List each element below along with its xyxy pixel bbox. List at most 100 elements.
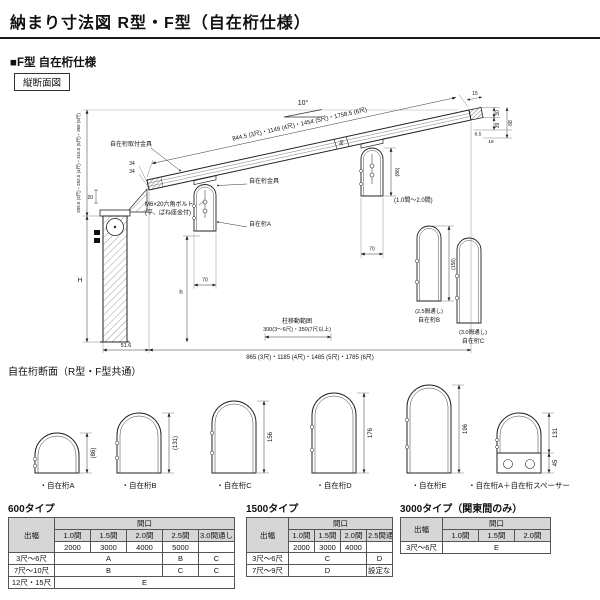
profiles-svg: (86) ・自在桁A (131) ・自在桁B 156 ・自在桁C 176 ・自在… [32,384,570,490]
dim-bottom: 865 (3尺)・1185 (4尺)・1485 (5尺)・1785 (6尺) [246,354,374,361]
dim-18: 18 [488,139,494,145]
span-header: 2.5間通し [366,529,393,542]
span-header: 2.5間 [162,529,199,542]
bolt-head [94,230,100,235]
row-label: 3尺～6尺 [246,552,289,565]
value-cell: C [288,552,367,565]
page-title: 納まり寸法図 R型・F型（自在桁仕様） [10,15,311,32]
callout-labels: 自在桁取付金具 自在桁金具 M6×20六角ボルト (平、ばね座金付) 自在桁A … [110,140,433,228]
table-1500-type: 1500タイプ 出幅 間口 1.0間 1.5間 2.0間 2.5間通し 2000… [246,500,393,577]
main-drawing-svg: 10° 844.5 (3尺)・1149 (4尺)・1454 (5尺)・1758.… [76,91,514,361]
row-label: 3尺～6尺 [400,541,443,554]
width-cell: 2000 [288,541,315,553]
width-cell [366,541,393,553]
table-3000: 出幅 間口 1.0間 1.5間 2.0間 3尺～6尺 E [400,517,551,554]
profile-c-dim: 156 [268,431,274,442]
table-row: 7尺～9尺 D 設定なし [246,564,393,577]
span-30-label: (3.0間通し) [459,328,487,336]
width-cell: 3000 [90,541,127,553]
span-header: 1.5間 [478,529,515,542]
value-cell: 設定なし [366,564,393,577]
width-cell: 3000 [314,541,341,553]
bolt-head [94,238,100,243]
width-cell [197,541,236,553]
table-600: 出幅 間口 1.0間 1.5間 2.0間 2.5間 3.0間通し 2000 30… [8,517,236,589]
girder-c-label: 自在桁C [462,337,485,345]
profile-b-dim: (131) [173,436,179,450]
value-cell: C [197,564,236,577]
span-12-label: (1.0間～2.0間) [394,197,433,204]
value-cell: D [366,552,393,565]
span-header: 2.0間 [514,529,551,542]
beam-end-cap [468,107,484,121]
section-label: ■F型 自在桁仕様 [10,57,97,69]
post-range-label: 柱移動範囲 [282,317,312,325]
profile-a: (86) ・自在桁A [32,432,97,490]
beam-end-dimensions: 15 30 39 68 8.5 18 [466,91,514,145]
table-row: 12尺・15尺 E [8,576,236,589]
table-1500: 出幅 間口 1.0間 1.5間 2.0間 2.5間通し 2000 3000 40… [246,517,393,577]
profile-a-label: ・自在桁A [39,480,74,490]
bolt-label-2: (平、ばね座金付) [145,209,191,217]
value-cell: B [162,552,199,565]
value-cell: E [53,576,236,589]
slope-label: 10° [298,99,309,107]
dim-86: (86) [395,167,401,176]
dim-20: 20 [87,195,93,201]
profile-f-label: ・自在桁A＋自在桁スペーサー [468,480,570,490]
table-row: 7尺～10尺 B C C [8,564,236,577]
row-label: 3尺～6尺 [8,552,55,565]
dim-34-a: 34 [129,161,135,167]
depth-header: 出幅 [246,517,289,553]
post-range-dim: 300(3～6尺)・350(7尺以上) [263,325,331,333]
span-header: 1.0間 [54,529,91,542]
top-reference: 10° [83,99,458,118]
profiles-section-title: 自在桁断面（R型・F型共通） [8,367,142,378]
table-3000-type: 3000タイプ（関東間のみ） 出幅 間口 1.0間 1.5間 2.0間 3尺～6… [400,500,551,554]
span-header: 1.5間 [90,529,127,542]
dim-15: 15 [472,91,478,97]
dim-30: 30 [495,110,501,116]
span-header: 1.5間 [314,529,341,542]
profile-b: (131) ・自在桁B [114,412,179,490]
row-label: 12尺・15尺 [8,576,55,589]
table-1500-title: 1500タイプ [246,504,299,515]
width-cell: 2000 [54,541,91,553]
profile-c-label: ・自在桁C [216,480,252,490]
dim-H: H [78,277,83,284]
bracket-dimensions: (86) 70 70 h [179,147,401,343]
width-cell: 5000 [162,541,199,553]
span-header: 3.0間通し [197,529,236,542]
girder-a-label: 自在桁A [249,220,271,228]
profile-f-dim-131: 131 [553,427,559,438]
span-group-header: 間口 [442,517,551,530]
dim-96: 96 [339,139,346,146]
section-girder-b: (156) (2.5間通し) 自在桁B [414,225,457,324]
girder-b-label: 自在桁B [418,316,440,324]
span-header: 1.0間 [442,529,479,542]
depth-header: 出幅 [8,517,55,553]
value-cell: D [288,564,367,577]
dim-39: 39 [495,123,501,129]
span-group-header: 間口 [288,517,393,530]
span-group-header: 間口 [53,517,236,530]
bracket-1 [192,175,217,232]
column [94,188,148,343]
dim-70-left: 70 [202,278,208,284]
profile-d: 176 ・自在桁D [309,392,374,490]
dim-8-5: 8.5 [475,132,482,138]
profile-d-dim: 176 [368,427,374,438]
table-row: 3尺～6尺 E [400,541,551,554]
span-header: 2.0間 [340,529,367,542]
value-cell: C [197,552,236,565]
profile-e: 196 ・自在桁E [404,384,469,490]
profile-c: 156 ・自在桁C [209,400,274,490]
table-row: 3尺～6尺 C D [246,552,393,565]
title-divider [0,37,600,39]
bracket-2 [359,138,384,197]
bolt-label-1: M6×20六角ボルト [145,200,194,208]
width-cell: 4000 [340,541,367,553]
left-dimensions: 209.5 (3尺)・262.5 (4尺)・315.5 (5尺)・368 (6尺… [76,109,104,343]
value-cell: B [54,564,163,577]
mount-label: 自在桁取付金具 [110,140,152,148]
